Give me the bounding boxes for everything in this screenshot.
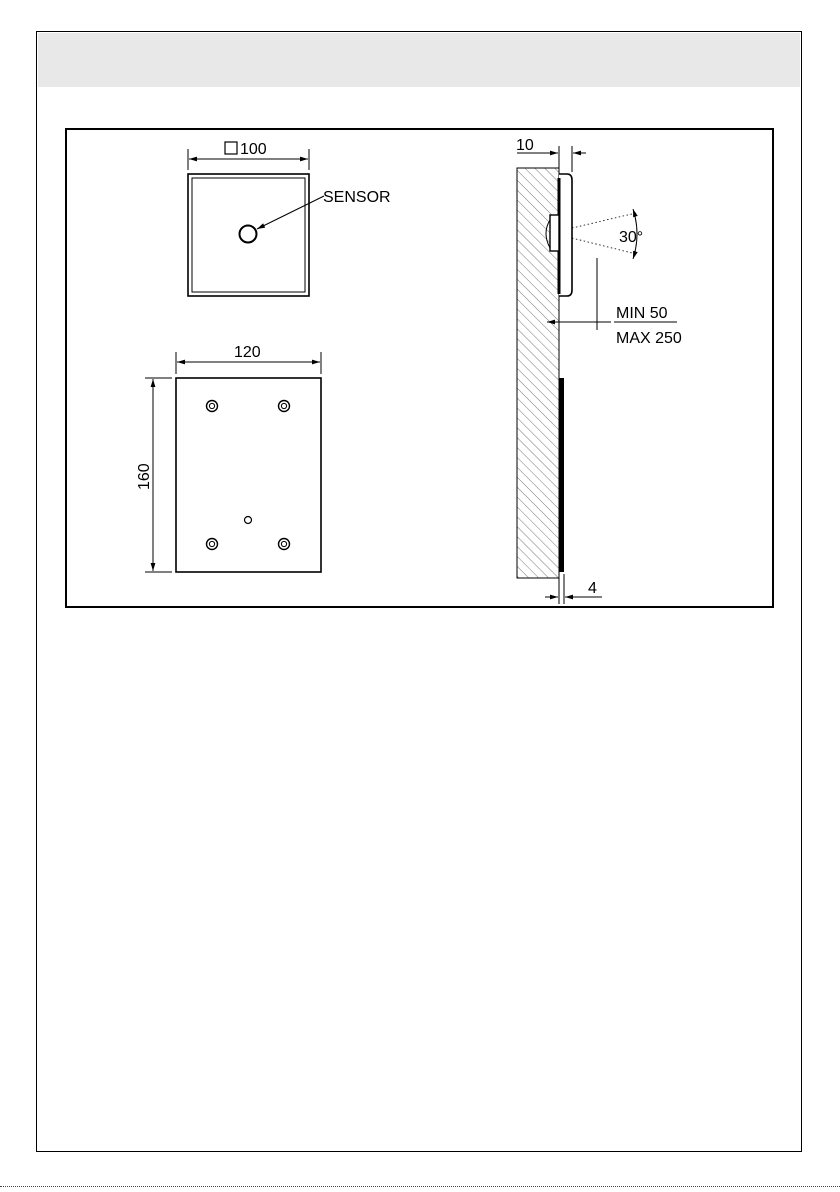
front-width-label: 100	[240, 141, 267, 158]
mounting-hole-bottom-left	[207, 539, 218, 550]
bottom-dotted-line	[0, 1186, 840, 1187]
detection-cone-upper	[572, 213, 636, 228]
min-distance-label: MIN 50	[616, 305, 668, 322]
back-plate-profile	[559, 378, 564, 572]
sensor-label: SENSOR	[323, 189, 391, 206]
side-view: 30° 10 MIN 50 MAX 250 4	[516, 137, 682, 604]
mounting-hole-top-right	[279, 401, 290, 412]
sensor-leader	[257, 196, 324, 229]
mounting-hole-bottom-right	[279, 539, 290, 550]
front-cover-inner	[192, 178, 305, 292]
sensor-window	[240, 226, 257, 243]
back-plate-outline	[176, 378, 321, 572]
angle-label: 30°	[619, 229, 643, 246]
cable-hole	[245, 517, 252, 524]
front-view: 100 SENSOR	[188, 141, 391, 296]
back-plate-width-label: 120	[234, 344, 261, 361]
device-cover-profile	[559, 174, 572, 296]
max-distance-label: MAX 250	[616, 330, 682, 347]
sensor-body	[550, 215, 559, 251]
depth-label: 10	[516, 137, 534, 154]
square-symbol-icon	[225, 142, 237, 154]
mounting-hole-top-left	[207, 401, 218, 412]
front-cover-outer	[188, 174, 309, 296]
back-plate-height-label: 160	[136, 463, 153, 490]
back-plate-view: 120 160	[136, 344, 321, 572]
plate-thickness-label: 4	[588, 580, 597, 597]
